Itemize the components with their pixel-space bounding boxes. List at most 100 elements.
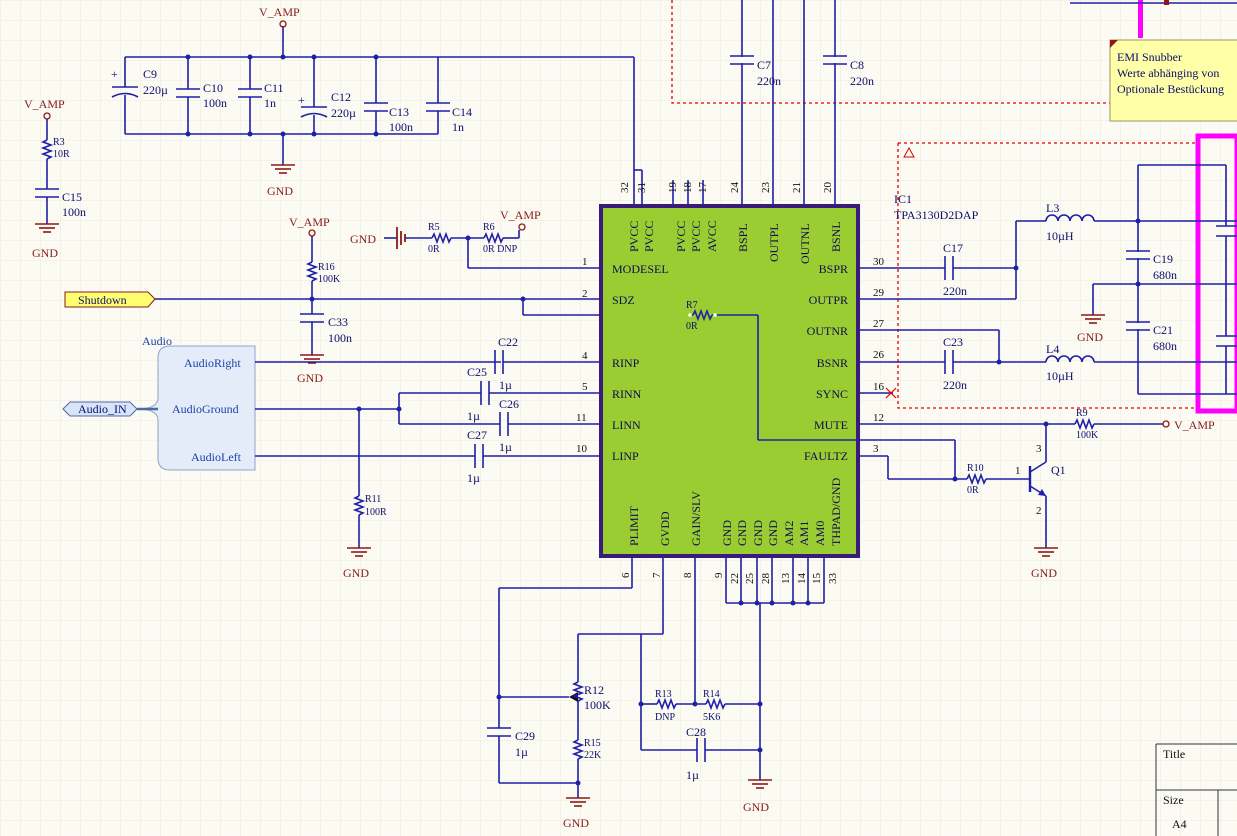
c33-ref: C33 <box>328 315 348 329</box>
r5-ref: R5 <box>428 222 440 233</box>
r12-ref: R12 <box>584 683 604 697</box>
modesel-network <box>384 223 600 269</box>
pin-num-4: 4 <box>582 350 588 362</box>
vamp-label-r16: V_AMP <box>289 215 330 229</box>
r5-val: 0R <box>428 244 440 255</box>
vamp-label-top: V_AMP <box>259 5 300 19</box>
c22-val: 1µ <box>499 378 512 392</box>
c8-ref: C8 <box>850 58 864 72</box>
r16-val: 100K <box>318 274 341 285</box>
pin-num-20: 20 <box>822 182 834 194</box>
supply-bypass: + + <box>111 26 643 180</box>
r7-val: 0R <box>686 321 698 332</box>
pin-num-33: 33 <box>827 573 839 585</box>
pin-num-8: 8 <box>682 572 694 578</box>
r15-val: 22K <box>584 750 602 761</box>
r13-val: DNP <box>655 712 675 723</box>
harness-audio-right: AudioRight <box>184 356 241 370</box>
pin-num-2: 2 <box>582 288 588 300</box>
pin-num-26: 26 <box>873 349 885 361</box>
gnd-label-c33: GND <box>297 371 323 385</box>
pin-name-gnd-28: GND <box>766 520 780 546</box>
c15-val: 100n <box>62 205 86 219</box>
c9-ref: C9 <box>143 67 157 81</box>
faultz-transistor-circuit <box>858 421 1059 557</box>
pin-name-am2: AM2 <box>782 521 796 546</box>
r13-ref: R13 <box>655 689 672 700</box>
vamp-port-top <box>279 20 287 28</box>
c11-ref: C11 <box>264 81 284 95</box>
shutdown-port-label: Shutdown <box>78 293 127 307</box>
pin-num-25: 25 <box>744 573 756 585</box>
pin-num-22: 22 <box>729 573 741 584</box>
q1-pin-c: 3 <box>1036 443 1042 455</box>
pin-name-20: BSNL <box>829 221 843 252</box>
c26-ref: C26 <box>499 397 519 411</box>
emi-region-right <box>897 143 1200 409</box>
pin-num-6: 6 <box>620 572 632 578</box>
q1-pin-b: 1 <box>1015 465 1021 477</box>
pin-name-21: OUTNL <box>798 223 812 264</box>
pin-num-32: 32 <box>619 182 631 193</box>
title-block-size-value: A4 <box>1172 817 1187 831</box>
pin-num-24: 24 <box>729 182 741 194</box>
r7-ref: R7 <box>686 300 698 311</box>
l4-ref: L4 <box>1046 342 1059 356</box>
harness-title: Audio <box>142 334 172 348</box>
pin-name-31: PVCC <box>642 221 656 252</box>
pin-name-18: PVCC <box>689 221 703 252</box>
ic1-body[interactable] <box>599 204 860 558</box>
c29-val: 1µ <box>515 745 528 759</box>
q1-ref: Q1 <box>1051 463 1066 477</box>
warning-triangle-icon <box>903 146 915 158</box>
l3-val: 10µH <box>1046 229 1074 243</box>
c28-val: 1µ <box>686 768 699 782</box>
gnd-label-q1: GND <box>1031 566 1057 580</box>
note-line-1: EMI Snubber <box>1117 50 1182 64</box>
pin-num-30: 30 <box>873 256 885 268</box>
harness-audio-ground: AudioGround <box>172 402 239 416</box>
ic1-bottom-side <box>487 556 825 807</box>
gnd-label-r11: GND <box>343 566 369 580</box>
c27-ref: C27 <box>467 428 487 442</box>
pin-num-19: 19 <box>667 182 679 194</box>
title-block-title: Title <box>1163 747 1185 761</box>
c23-ref: C23 <box>943 335 963 349</box>
c26-val: 1µ <box>499 440 512 454</box>
pin-name-23: OUTPL <box>767 223 781 262</box>
pin-name-faultz: FAULTZ <box>804 449 848 463</box>
c25-val: 1µ <box>467 409 480 423</box>
pin-num-13: 13 <box>780 573 792 585</box>
ic1-top-pin-stubs <box>633 0 847 206</box>
r15-ref: R15 <box>584 738 601 749</box>
c29-ref: C29 <box>515 729 535 743</box>
pin-name-gnd-9: GND <box>720 520 734 546</box>
highlight-box <box>1195 133 1237 414</box>
r9-ref: R9 <box>1076 408 1088 419</box>
pin-name-thpad: THPAD/GND <box>829 477 843 546</box>
c33-val: 100n <box>328 331 352 345</box>
ic1-part: TPA3130D2DAP <box>894 208 979 222</box>
pin-name-gain-slv: GAIN/SLV <box>689 491 703 546</box>
audio-in-port[interactable]: Audio_IN <box>62 401 138 417</box>
c12-ref: C12 <box>331 90 351 104</box>
c23-val: 220n <box>943 378 967 392</box>
pin-name-modesel: MODESEL <box>612 262 669 276</box>
pin-name-rinp: RINP <box>612 356 640 370</box>
c19-val: 680n <box>1153 268 1177 282</box>
r9-val: 100K <box>1076 430 1099 441</box>
pin-num-29: 29 <box>873 287 885 299</box>
shutdown-port[interactable]: Shutdown <box>64 291 156 308</box>
title-block-size: Size <box>1163 793 1184 807</box>
pin-num-10: 10 <box>576 443 588 455</box>
r12-val: 100K <box>584 698 611 712</box>
pin-num-23: 23 <box>760 182 772 194</box>
pin-name-32: PVCC <box>627 221 641 252</box>
c15-ref: C15 <box>62 190 82 204</box>
c17-ref: C17 <box>943 241 963 255</box>
pin-num-9: 9 <box>713 572 725 578</box>
pin-name-mute: MUTE <box>814 418 848 432</box>
pin-num-27: 27 <box>873 318 885 330</box>
pin-name-sdz: SDZ <box>612 293 635 307</box>
